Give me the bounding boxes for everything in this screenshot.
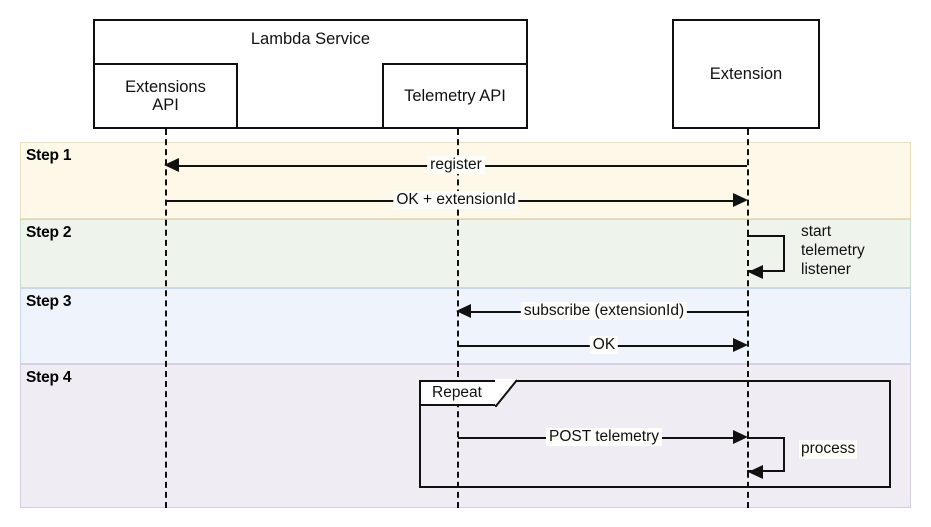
step-band-3 — [20, 288, 911, 364]
arrowhead-ok-extensionid — [733, 193, 748, 207]
step-label-1: Step 1 — [26, 147, 72, 164]
arrowhead-subscribe — [456, 304, 471, 318]
arrowhead-post-telemetry — [733, 430, 748, 444]
participant-label-extension: Extension — [709, 64, 783, 83]
step-label-4: Step 4 — [26, 369, 72, 386]
lifeline-telemetry-api — [457, 129, 459, 508]
message-label-ok: OK — [589, 336, 619, 354]
self-message-start-telemetry-listener — [747, 235, 785, 272]
fragment-repeat-tab-slant — [495, 379, 518, 407]
message-label-post-telemetry: POST telemetry — [546, 428, 662, 446]
self-message-process — [747, 437, 785, 472]
note-line-start: start — [801, 223, 832, 240]
participant-label-extensions-api-line2: API — [152, 96, 179, 114]
self-message-label-process: process — [799, 440, 858, 459]
arrowhead-register — [164, 158, 179, 172]
participant-extension: Extension — [672, 19, 820, 129]
participant-extensions-api: Extensions API — [93, 63, 238, 129]
arrowhead-process — [748, 465, 763, 479]
fragment-repeat — [419, 380, 891, 488]
message-label-subscribe: subscribe (extensionId) — [520, 302, 688, 320]
fragment-repeat-tab — [419, 380, 497, 406]
fragment-repeat-label: Repeat — [432, 384, 482, 401]
message-label-register: register — [427, 156, 485, 174]
step-label-2: Step 2 — [26, 224, 72, 241]
note-line-listener: listener — [801, 260, 851, 278]
step-label-3: Step 3 — [26, 293, 72, 310]
note-line-telemetry: telemetry — [801, 241, 865, 259]
arrowhead-start-telemetry-listener — [748, 265, 763, 279]
self-message-label-start-telemetry-listener: start telemetry listener — [801, 223, 865, 280]
lifeline-extension — [747, 129, 749, 508]
participant-label-extensions-api-line1: Extensions — [125, 77, 206, 96]
lifeline-extensions-api — [165, 129, 167, 508]
participant-telemetry-api: Telemetry API — [382, 63, 528, 129]
participant-label-lambda-service: Lambda Service — [250, 30, 371, 48]
participant-label-telemetry-api: Telemetry API — [404, 86, 506, 105]
message-label-ok-extensionid: OK + extensionId — [393, 191, 519, 209]
arrowhead-ok — [733, 338, 748, 352]
